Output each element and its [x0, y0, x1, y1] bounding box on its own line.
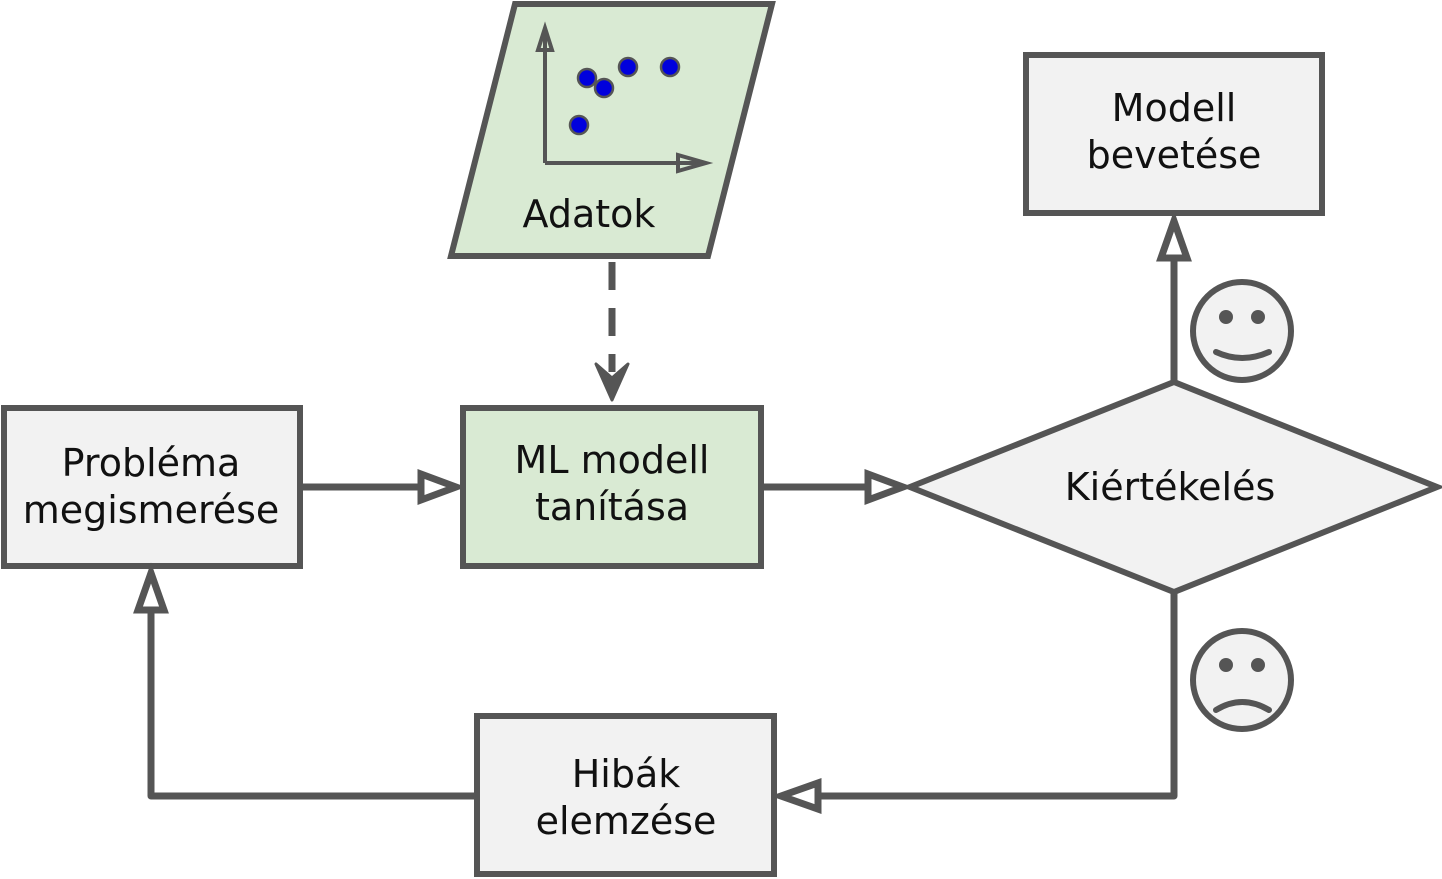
smiley-sad-icon: [1190, 628, 1294, 732]
edge-kiertekeles-to-hibak: [770, 592, 1178, 814]
edge-kiertekeles-to-bevetes: [1156, 210, 1192, 382]
adatok-parallelogram: [447, 1, 776, 259]
arrowhead-up-icon: [1156, 210, 1192, 262]
modell-bevetes-label-line2: bevetése: [1087, 133, 1262, 177]
ml-modell-label-line1: ML modell: [515, 438, 710, 482]
node-adatok: Adatok: [447, 1, 776, 259]
data-point: [568, 114, 590, 136]
modell-bevetes-box: [1023, 52, 1325, 216]
node-modell-bevetes: Modell bevetése: [1023, 52, 1325, 216]
hibak-label-line1: Hibák: [572, 752, 681, 796]
node-problema: Probléma megismerése: [1, 405, 303, 569]
problema-box: [1, 405, 303, 569]
smiley-happy-icon: [1190, 279, 1294, 383]
kiertekeles-label: Kiértékelés: [1065, 465, 1276, 509]
data-point: [617, 56, 639, 78]
data-point: [593, 77, 615, 99]
node-ml-modell: ML modell tanítása: [460, 405, 764, 569]
arrowhead-up-icon: [133, 562, 169, 614]
edge-problema-to-ml: [300, 468, 467, 506]
arrowhead-right-icon: [417, 468, 467, 506]
data-point: [659, 56, 681, 78]
node-hibak: Hibák elemzése: [474, 713, 777, 877]
arrowhead-down-icon: [594, 362, 630, 402]
edge-adatok-to-ml: [594, 262, 630, 402]
node-kiertekeles: Kiértékelés: [901, 378, 1442, 596]
ml-modell-label-line2: tanítása: [535, 485, 689, 529]
kiertekeles-diamond: [901, 378, 1442, 596]
problema-label-line2: megismerése: [23, 488, 280, 532]
adatok-label: Adatok: [523, 192, 656, 236]
data-point: [576, 67, 598, 89]
edge-ml-to-kiertekeles: [761, 468, 914, 506]
arrowhead-right-icon: [864, 468, 914, 506]
hibak-label-line2: elemzése: [536, 799, 717, 843]
edge-hibak-to-problema: [133, 562, 477, 800]
arrowhead-left-icon: [770, 778, 822, 814]
modell-bevetes-label-line1: Modell: [1112, 86, 1237, 130]
scatter-plot-icon: [535, 21, 714, 174]
problema-label-line1: Probléma: [62, 441, 241, 485]
